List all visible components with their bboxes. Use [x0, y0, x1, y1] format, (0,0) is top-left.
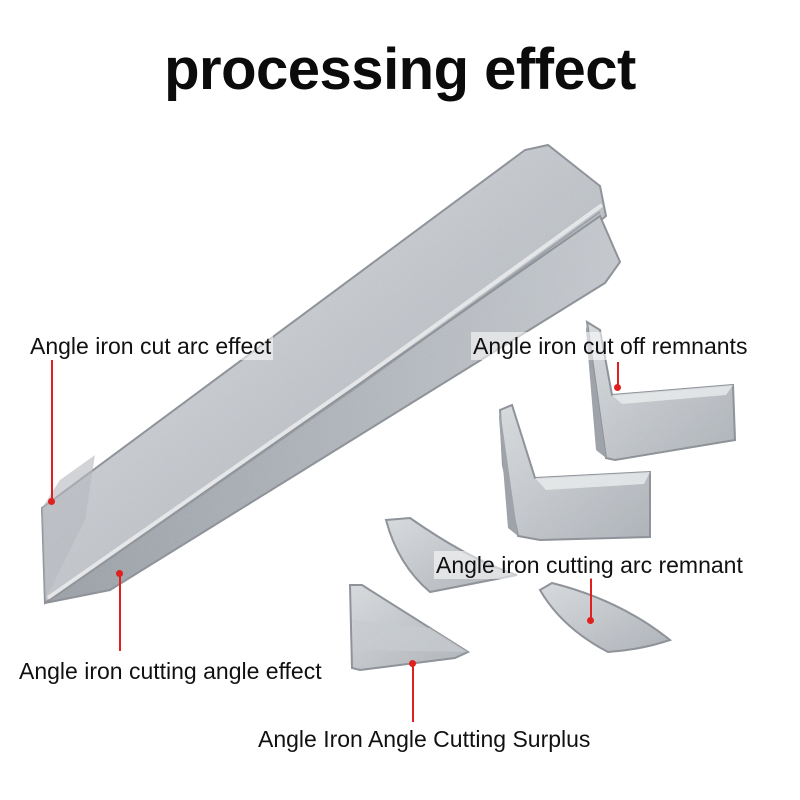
leader-dot-cutting-angle: [116, 570, 123, 577]
leader-line-cut-off: [617, 362, 619, 388]
label-cutting-arc-remnant: Angle iron cutting arc remnant: [434, 551, 745, 579]
leader-line-arc-remnant: [590, 578, 592, 620]
cut-off-remnant-lower: [498, 403, 651, 542]
label-cutting-angle-effect: Angle iron cutting angle effect: [17, 657, 324, 685]
leader-line-surplus: [412, 664, 414, 722]
label-angle-cutting-surplus: Angle Iron Angle Cutting Surplus: [256, 725, 593, 753]
arc-remnant-large: [538, 581, 673, 654]
angle-cutting-surplus-piece: [348, 584, 471, 672]
leader-line-cutting-angle: [119, 573, 121, 651]
leader-line-cut-arc: [51, 360, 53, 500]
leader-dot-surplus: [409, 660, 416, 667]
leader-dot-cut-off: [614, 384, 621, 391]
leader-dot-arc-remnant: [587, 617, 594, 624]
label-cut-arc-effect: Angle iron cut arc effect: [28, 332, 274, 360]
label-cut-off-remnants: Angle iron cut off remnants: [471, 332, 750, 360]
page-title: processing effect: [164, 37, 636, 102]
long-angle-iron: [40, 143, 622, 605]
leader-dot-cut-arc: [48, 498, 55, 505]
